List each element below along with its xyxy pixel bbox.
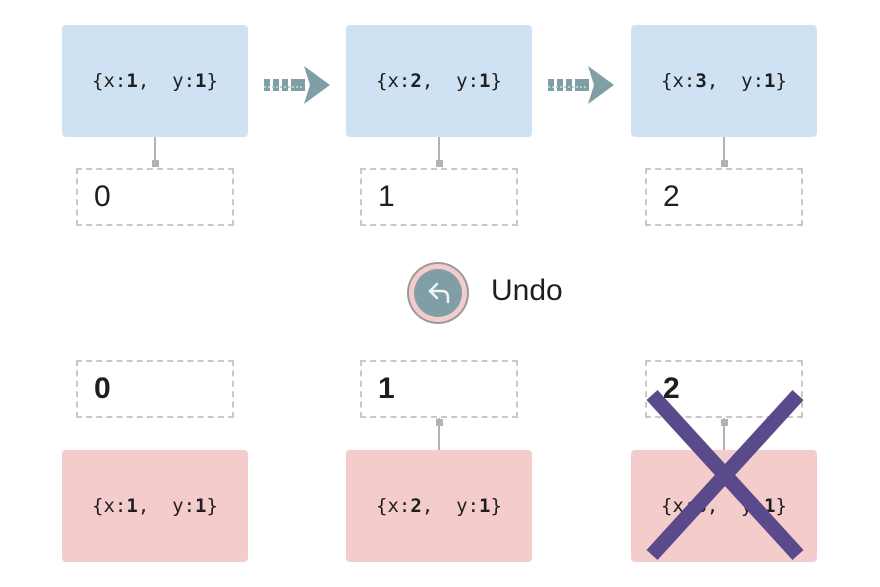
undo-button[interactable]: [406, 261, 470, 325]
index-box-top-2: 2: [645, 168, 803, 226]
right-arrow-icon: [548, 66, 614, 104]
state-box-top-1: {x:2, y:1}: [346, 25, 532, 137]
connector-dot: [721, 419, 728, 426]
state-box-top-2: {x:3, y:1}: [631, 25, 817, 137]
index-box-bottom-0: 0: [76, 360, 234, 418]
index-box-top-0: 0: [76, 168, 234, 226]
state-box-bottom-1: {x:2, y:1}: [346, 450, 532, 562]
right-arrow-icon: [264, 66, 330, 104]
state-box-bottom-0: {x:1, y:1}: [62, 450, 248, 562]
undo-label[interactable]: Undo: [491, 274, 563, 307]
state-box-top-0: {x:1, y:1}: [62, 25, 248, 137]
index-box-bottom-2: 2: [645, 360, 803, 418]
connector-dot: [152, 160, 159, 167]
undo-arrow-icon: [428, 282, 450, 304]
connector-dot: [721, 160, 728, 167]
connector-line: [438, 418, 440, 450]
connector-line: [723, 137, 725, 167]
connector-dot: [436, 160, 443, 167]
state-box-bottom-2: {x:3, y:1}: [631, 450, 817, 562]
connector-dot: [436, 419, 443, 426]
index-box-top-1: 1: [360, 168, 518, 226]
connector-line: [438, 137, 440, 167]
connector-line: [154, 137, 156, 167]
index-box-bottom-1: 1: [360, 360, 518, 418]
